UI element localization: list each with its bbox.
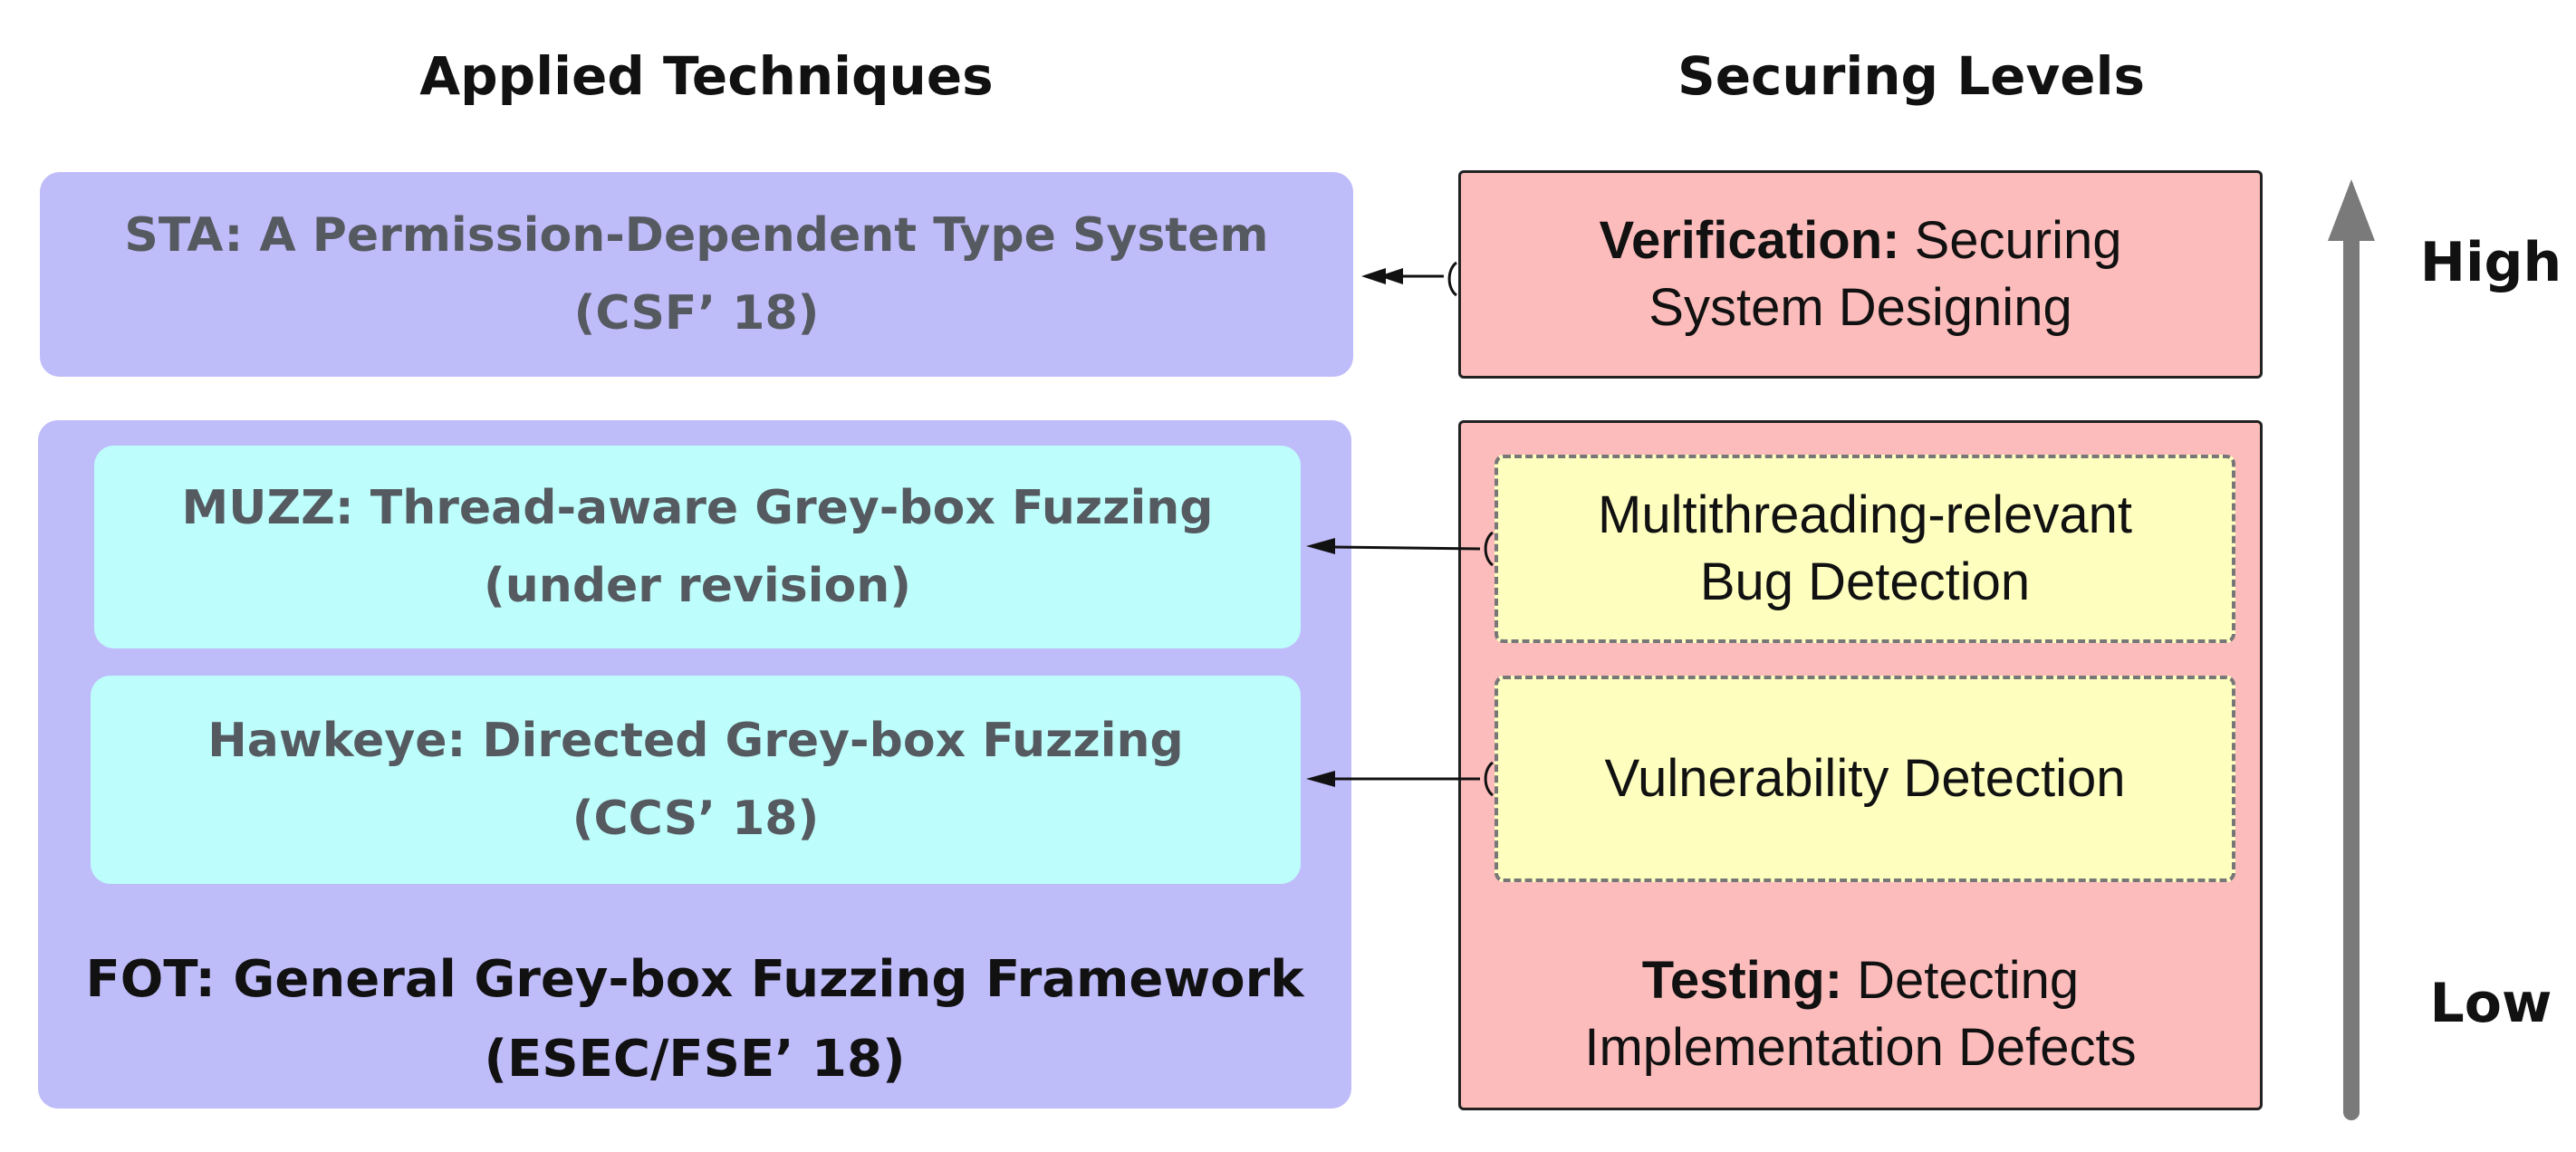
level-multithreading-box: Multithreading-relevant Bug Detection	[1495, 455, 2235, 643]
technique-fot-venue: (ESEC/FSE’ 18)	[484, 1030, 906, 1089]
technique-muzz-title: MUZZ: Thread-aware Grey-box Fuzzing	[181, 481, 1214, 535]
securing-levels-heading: Securing Levels	[1677, 45, 2146, 107]
level-verification-line1-rest: Securing	[1899, 211, 2122, 270]
level-testing-line1-rest: Detecting	[1842, 951, 2080, 1010]
scale-high-label: High	[2419, 231, 2562, 294]
level-verification-label: Verification:	[1599, 211, 1900, 270]
level-verification-box: Verification: Securing System Designing	[1458, 170, 2263, 379]
level-testing-line1: Testing: Detecting	[1642, 947, 2079, 1014]
arrow-up-icon	[2328, 179, 2375, 1120]
arrow-left-icon	[1306, 761, 1494, 797]
technique-sta-venue: (CSF’ 18)	[573, 286, 820, 341]
technique-muzz-venue: (under revision)	[484, 559, 911, 613]
level-testing-label: Testing: Detecting Implementation Defect…	[1458, 942, 2263, 1087]
technique-fot-label: FOT: General Grey-box Fuzzing Framework …	[38, 938, 1351, 1101]
level-testing-label-bold: Testing:	[1641, 951, 1843, 1010]
technique-muzz-box: MUZZ: Thread-aware Grey-box Fuzzing (und…	[94, 446, 1301, 648]
level-verification-line1: Verification: Securing	[1599, 207, 2121, 274]
technique-hawkeye-box: Hawkeye: Directed Grey-box Fuzzing (CCS’…	[91, 676, 1301, 884]
technique-sta-title: STA: A Permission-Dependent Type System	[124, 208, 1269, 263]
arrow-left-icon	[1306, 531, 1494, 567]
scale-low-label: Low	[2429, 972, 2552, 1035]
level-multithreading-line2: Bug Detection	[1699, 552, 2031, 611]
applied-techniques-heading: Applied Techniques	[419, 45, 994, 107]
level-multithreading-line1: Multithreading-relevant	[1598, 485, 2132, 544]
technique-fot-title: FOT: General Grey-box Fuzzing Framework	[85, 950, 1304, 1009]
level-testing-line2: Implementation Defects	[1584, 1018, 2137, 1077]
technique-sta-box: STA: A Permission-Dependent Type System …	[40, 172, 1353, 377]
technique-hawkeye-venue: (CCS’ 18)	[572, 792, 820, 846]
technique-hawkeye-title: Hawkeye: Directed Grey-box Fuzzing	[207, 714, 1184, 768]
double-arrow-left-icon	[1361, 261, 1457, 297]
level-vulnerability-line1: Vulnerability Detection	[1604, 749, 2126, 808]
level-vulnerability-box: Vulnerability Detection	[1495, 676, 2235, 882]
level-verification-line2: System Designing	[1648, 278, 2072, 337]
